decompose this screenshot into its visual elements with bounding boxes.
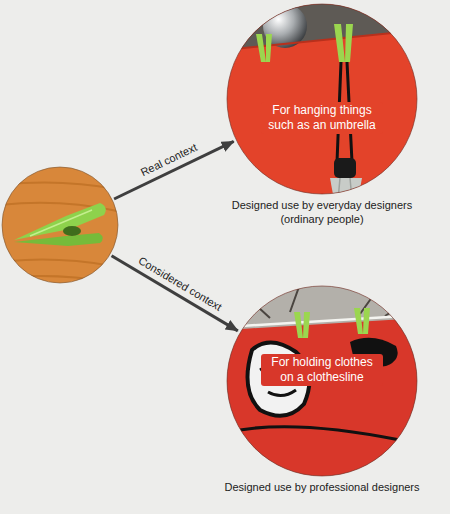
photo-caption-wrap: For holding clothes on a clothesline	[227, 354, 417, 386]
photo-circle: For holding clothes on a clotheslineDesi…	[227, 286, 417, 476]
edge-label: Considered context	[136, 254, 224, 314]
use-caption: Designed use by everyday designers (ordi…	[212, 198, 432, 226]
clip-photo	[0, 165, 122, 287]
edge-label-wrap: Considered context	[136, 254, 224, 314]
photo-circle	[2, 167, 118, 283]
umbrella-photo	[225, 2, 421, 200]
clothesline-photo	[225, 284, 421, 480]
photo-caption: For holding clothes on a clothesline	[261, 354, 383, 386]
photo-caption-wrap: For hanging things such as an umbrella	[227, 102, 417, 134]
use-caption-wrap: Designed use by professional designers	[212, 480, 432, 494]
photo-caption: For hanging things such as an umbrella	[261, 102, 383, 134]
use-caption: Designed use by professional designers	[212, 480, 432, 494]
context-arrow	[112, 256, 238, 331]
context-arrow	[114, 141, 234, 199]
use-caption-wrap: Designed use by everyday designers (ordi…	[212, 198, 432, 226]
photo-circle: For hanging things such as an umbrellaDe…	[227, 4, 417, 194]
